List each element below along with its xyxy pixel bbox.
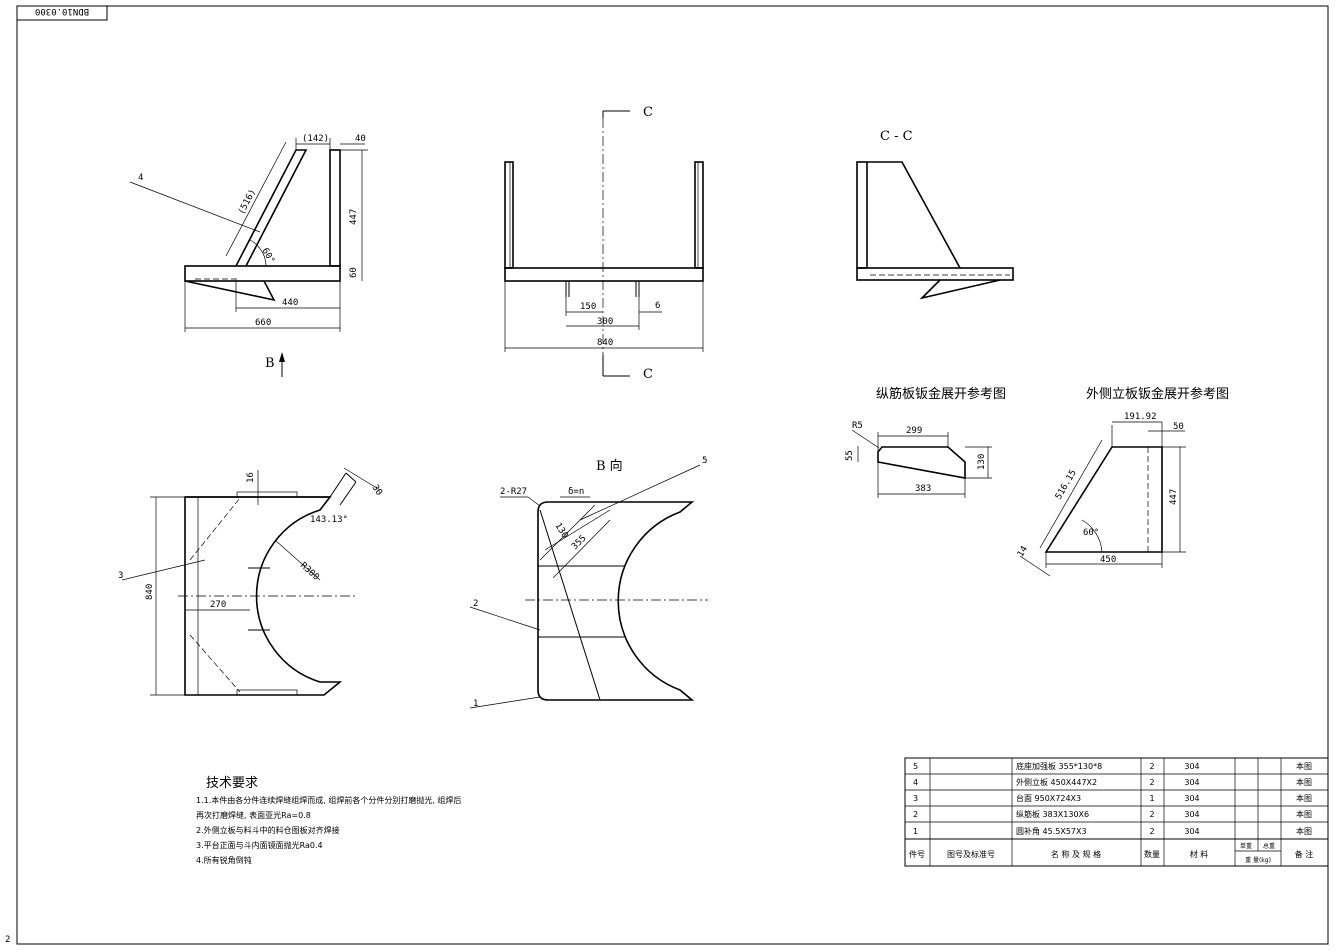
radius-r5: R5	[852, 421, 863, 431]
dim-16: 16	[246, 472, 256, 483]
dim-191: 191.92	[1124, 412, 1157, 422]
bom-row-qty: 1	[1149, 794, 1154, 803]
bom-header-name: 名 称 及 规 格	[1051, 849, 1101, 859]
bom-row-qty: 2	[1149, 762, 1154, 771]
bom-header-material: 材 料	[1190, 849, 1209, 859]
bom-row-material: 304	[1184, 794, 1199, 803]
dim-60: 60	[349, 267, 359, 278]
dim-40: 40	[355, 134, 366, 144]
b-view: B 向 2-R27 δ=n 130 355 5 2 1	[469, 456, 708, 709]
drawing-frame	[16, 5, 1329, 945]
bom-row-material: 304	[1184, 827, 1199, 836]
bom-row-no: 1	[913, 827, 918, 836]
bom-row-remark: 本图	[1296, 793, 1312, 803]
bom-header-qty: 数量	[1144, 849, 1160, 859]
bom-header-weight: 重 量(kg)	[1245, 856, 1271, 864]
side-plate-flat-pattern: 外侧立板钣金展开参考图 191.92 50 516.15 447 60° 450…	[1016, 386, 1229, 577]
dim-447-flat: 447	[1169, 489, 1179, 505]
bom-row-no: 4	[913, 778, 918, 787]
dim-516-15: 516.15	[1054, 468, 1079, 501]
callout-3: 3	[118, 571, 123, 581]
dim-440: 440	[282, 298, 298, 308]
callout-5: 5	[702, 456, 707, 466]
dim-383: 383	[915, 484, 931, 494]
dim-55: 55	[845, 450, 855, 461]
dim-299: 299	[906, 426, 922, 436]
bom-row-remark: 本图	[1296, 761, 1312, 771]
dim-516: (516)	[237, 188, 259, 217]
bom-header-unit: 单重	[1240, 842, 1252, 850]
side-flat-title: 外侧立板钣金展开参考图	[1086, 386, 1229, 402]
side-view: 4 (142) 40 (516) 447 60 60° 440 660 B	[129, 134, 368, 377]
angle-60-flat: 60°	[1083, 528, 1099, 538]
bom-row-qty: 2	[1149, 778, 1154, 787]
bom-row-qty: 2	[1149, 810, 1154, 819]
bom-row-remark: 本图	[1296, 777, 1312, 787]
bom-row-no: 3	[913, 794, 918, 803]
drawing-number: BDN10.0300	[35, 6, 89, 16]
tech-line: 4.所有锐角倒钝	[196, 855, 252, 865]
b-view-title: B 向	[596, 458, 623, 474]
corner-mark: 2	[5, 935, 10, 945]
technical-requirements: 技术要求 1.1.本件由各分件连续焊缝组焊而成, 组焊前各个分件分别打磨抛光, …	[196, 776, 461, 865]
bom-row-material: 304	[1184, 762, 1199, 771]
bom-row-remark: 本图	[1296, 809, 1312, 819]
dim-447: 447	[349, 209, 359, 225]
dim-840-front: 840	[597, 338, 613, 348]
tech-line: 3.平台正面与斗内面镜面抛光Ra0.4	[196, 840, 323, 850]
bom-header-drawing: 图号及标准号	[947, 849, 995, 859]
dim-840-plan: 840	[145, 584, 155, 600]
dim-50: 50	[1173, 422, 1184, 432]
angle-60: 60°	[259, 247, 276, 266]
drawing-number-box	[16, 5, 108, 21]
section-cc-title: C - C	[880, 129, 913, 144]
bom-row-qty: 2	[1149, 827, 1154, 836]
b-view-arrow-label: B	[265, 356, 275, 371]
bom-header-total: 总重	[1263, 842, 1275, 850]
bom-row-no: 5	[913, 762, 918, 771]
tech-title: 技术要求	[206, 776, 258, 791]
rib-flat-title: 纵筋板钣金展开参考图	[876, 386, 1006, 402]
tech-line: 再次打磨焊缝, 表面亚光Ra=0.8	[196, 810, 311, 820]
dim-130-rib: 130	[977, 454, 987, 470]
dim-450: 450	[1100, 555, 1116, 565]
bom-row-name: 底座加强板 355*130*8	[1016, 761, 1102, 771]
delta-mark: δ=n	[568, 487, 584, 497]
bom-table: 5 底座加强板 355*130*8 2 304 本图 4 外侧立板 450X44…	[904, 757, 1329, 867]
radius-300: R300	[298, 561, 321, 583]
bom-row-material: 304	[1184, 810, 1199, 819]
tech-line: 2.外侧立板与料斗中的料仓图板对齐焊接	[196, 825, 340, 835]
callout-1: 1	[473, 699, 478, 709]
bom-header-remark: 备 注	[1295, 849, 1314, 859]
section-c-top: C	[643, 105, 653, 120]
dim-142: (142)	[302, 134, 329, 144]
callout-2: 2	[473, 599, 478, 609]
dim-150: 150	[580, 302, 596, 312]
bom-row-remark: 本图	[1296, 826, 1312, 836]
section-c-bottom: C	[643, 367, 653, 382]
bom-row-name: 台面 950X724X3	[1016, 793, 1081, 803]
dim-355: 355	[570, 534, 589, 553]
tech-line: 1.1.本件由各分件连续焊缝组焊而成, 组焊前各个分件分别打磨抛光, 组焊后	[196, 795, 461, 805]
plan-view: 30 143.13° 16 R300 270 840 3	[118, 467, 384, 696]
dim-270: 270	[210, 600, 226, 610]
section-cc-view: C - C	[856, 129, 1014, 300]
rib-flat-pattern: 纵筋板钣金展开参考图 299 R5 55 130 383	[845, 386, 1006, 498]
bom-header-no: 件号	[909, 849, 925, 859]
bom-row-material: 304	[1184, 778, 1199, 787]
dim-660: 660	[255, 318, 271, 328]
radius-r27: 2-R27	[500, 487, 527, 497]
angle-143: 143.13°	[310, 515, 348, 525]
callout-4: 4	[138, 173, 143, 183]
dim-14: 14	[1016, 545, 1030, 559]
bom-row-name: 圆补角 45.5X57X3	[1016, 826, 1087, 836]
bom-row-name: 纵筋板 383X130X6	[1016, 809, 1089, 819]
front-view: C C 150 6 300 840	[504, 105, 704, 382]
bom-row-no: 2	[913, 810, 918, 819]
dim-130-bview: 130	[552, 521, 569, 540]
dim-300: 300	[597, 317, 613, 327]
bom-row-name: 外侧立板 450X447X2	[1016, 777, 1097, 787]
dim-6: 6	[655, 301, 660, 311]
